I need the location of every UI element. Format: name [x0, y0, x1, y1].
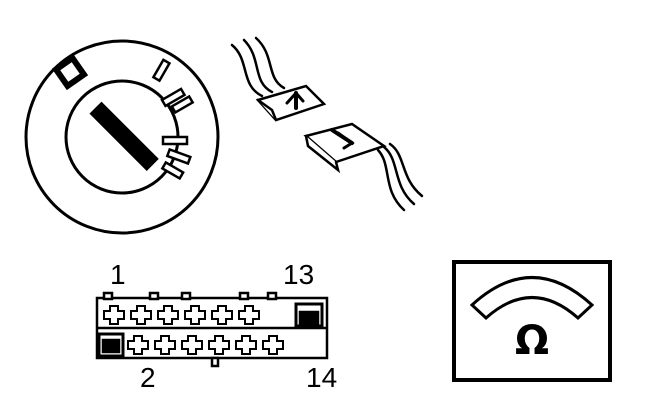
ohm-symbol: Ω	[515, 318, 549, 364]
connector-pin	[103, 305, 125, 325]
connector-pin	[262, 335, 284, 355]
connector-pin	[181, 335, 203, 355]
pin-label-2: 2	[140, 362, 156, 393]
ohmmeter-icon: Ω	[452, 260, 612, 382]
connector-pin	[208, 335, 230, 355]
pin-connector: 1 13 2 14	[95, 259, 337, 393]
switch-position-ticks	[151, 58, 195, 181]
connector-pin	[238, 305, 260, 325]
ignition-switch-icon	[24, 39, 220, 235]
connector-pin	[127, 335, 149, 355]
key-slot	[89, 101, 159, 171]
connector-plug-upper	[255, 84, 327, 122]
connector-pin	[184, 305, 206, 325]
switch-position-marker	[51, 53, 89, 91]
connector-housing	[95, 291, 329, 368]
connector-pin	[235, 335, 257, 355]
pin-label-13: 13	[283, 259, 314, 290]
ohmmeter-scale-arc	[469, 276, 595, 321]
connector-plug-lower	[303, 122, 387, 174]
pin-rows	[103, 305, 284, 355]
pin-label-1: 1	[110, 259, 126, 290]
connector-pin	[211, 305, 233, 325]
connector-pin	[154, 335, 176, 355]
plug-connector-icon	[230, 36, 424, 212]
connector-pin	[157, 305, 179, 325]
pin-label-14: 14	[306, 362, 337, 393]
connector-pin	[130, 305, 152, 325]
